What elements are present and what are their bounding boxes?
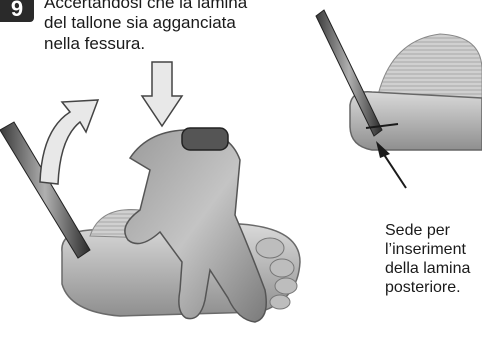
inset-tool-rod bbox=[316, 10, 382, 136]
caption-line-2: l’inseriment bbox=[385, 240, 466, 259]
caption-line-4: posteriore. bbox=[385, 278, 461, 297]
wristwatch bbox=[182, 128, 228, 150]
caption-line-1: Sede per bbox=[385, 221, 450, 240]
inset-photo bbox=[316, 10, 482, 150]
caption-line-3: della lamina bbox=[385, 259, 470, 278]
down-arrow-icon bbox=[142, 62, 182, 126]
